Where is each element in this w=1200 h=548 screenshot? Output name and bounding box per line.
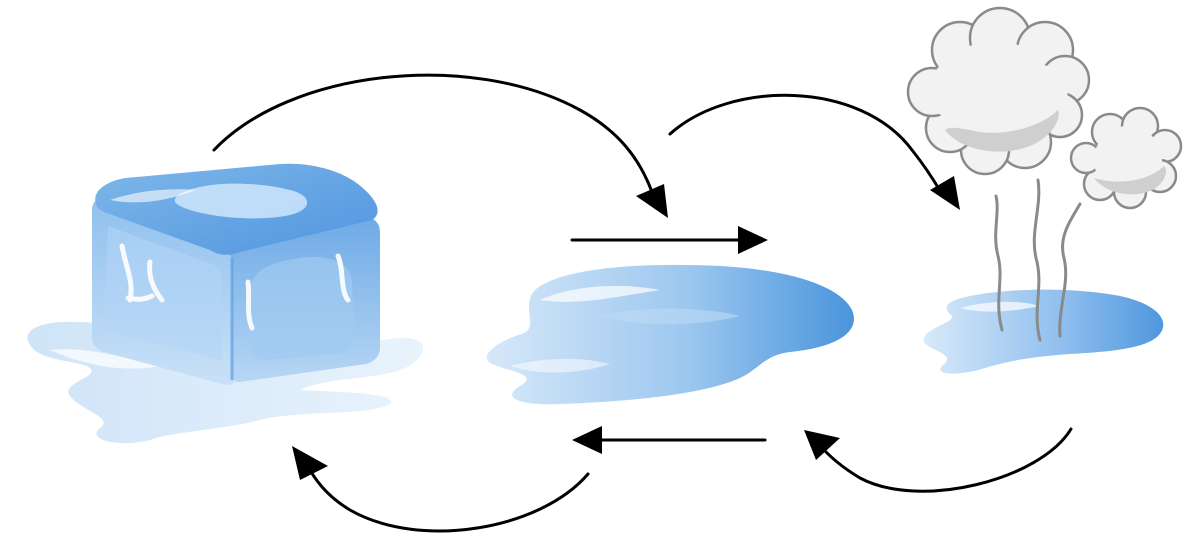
steam-cloud-large-fill xyxy=(930,40,1068,150)
steam-cloud-small-shade xyxy=(1094,166,1166,195)
arrowheads xyxy=(292,176,960,480)
arrow-water-to-steam-curved xyxy=(668,93,944,196)
ice-cube-illustration xyxy=(27,163,424,444)
ice-crack-side xyxy=(245,253,351,331)
steam-puddle xyxy=(923,289,1164,374)
water-puddle xyxy=(486,264,854,405)
arrowhead-steam-to-water-curved xyxy=(804,430,840,460)
water-puddle-highlight xyxy=(540,285,660,302)
steam-illustration xyxy=(906,6,1183,374)
steam-wisp-1 xyxy=(994,194,1004,332)
arrowhead-water-to-ice-curved xyxy=(292,446,328,480)
arrow-water-to-ice-curved xyxy=(308,468,590,533)
arrowhead-ice-to-water-straight xyxy=(738,226,768,254)
steam-wisp-2 xyxy=(1032,178,1042,342)
steam-cloud-large-shade xyxy=(945,110,1059,152)
arrow-steam-to-water-curved xyxy=(822,427,1073,493)
steam-wisp-3 xyxy=(1058,202,1082,338)
ice-meltwater-highlight xyxy=(50,349,160,369)
steam-cloud-small-fill xyxy=(1094,126,1162,194)
ice-cube-side-inner xyxy=(250,257,354,360)
water-puddle-highlight-2 xyxy=(510,358,610,373)
water-puddle-illustration xyxy=(486,264,854,405)
arrowhead-water-to-steam-curved xyxy=(930,176,960,210)
arrowhead-ice-to-water-curved xyxy=(636,184,668,218)
ice-cube-top-highlight xyxy=(110,189,196,203)
transition-arrows xyxy=(212,73,1073,533)
water-puddle-ripple xyxy=(600,308,740,325)
arrowhead-water-to-ice-straight xyxy=(572,426,602,454)
ice-crack-front xyxy=(119,243,165,303)
ice-cube-front-inner xyxy=(104,226,222,360)
arrow-ice-to-water-curved xyxy=(212,73,654,194)
ice-cube-top-shine xyxy=(174,183,308,219)
